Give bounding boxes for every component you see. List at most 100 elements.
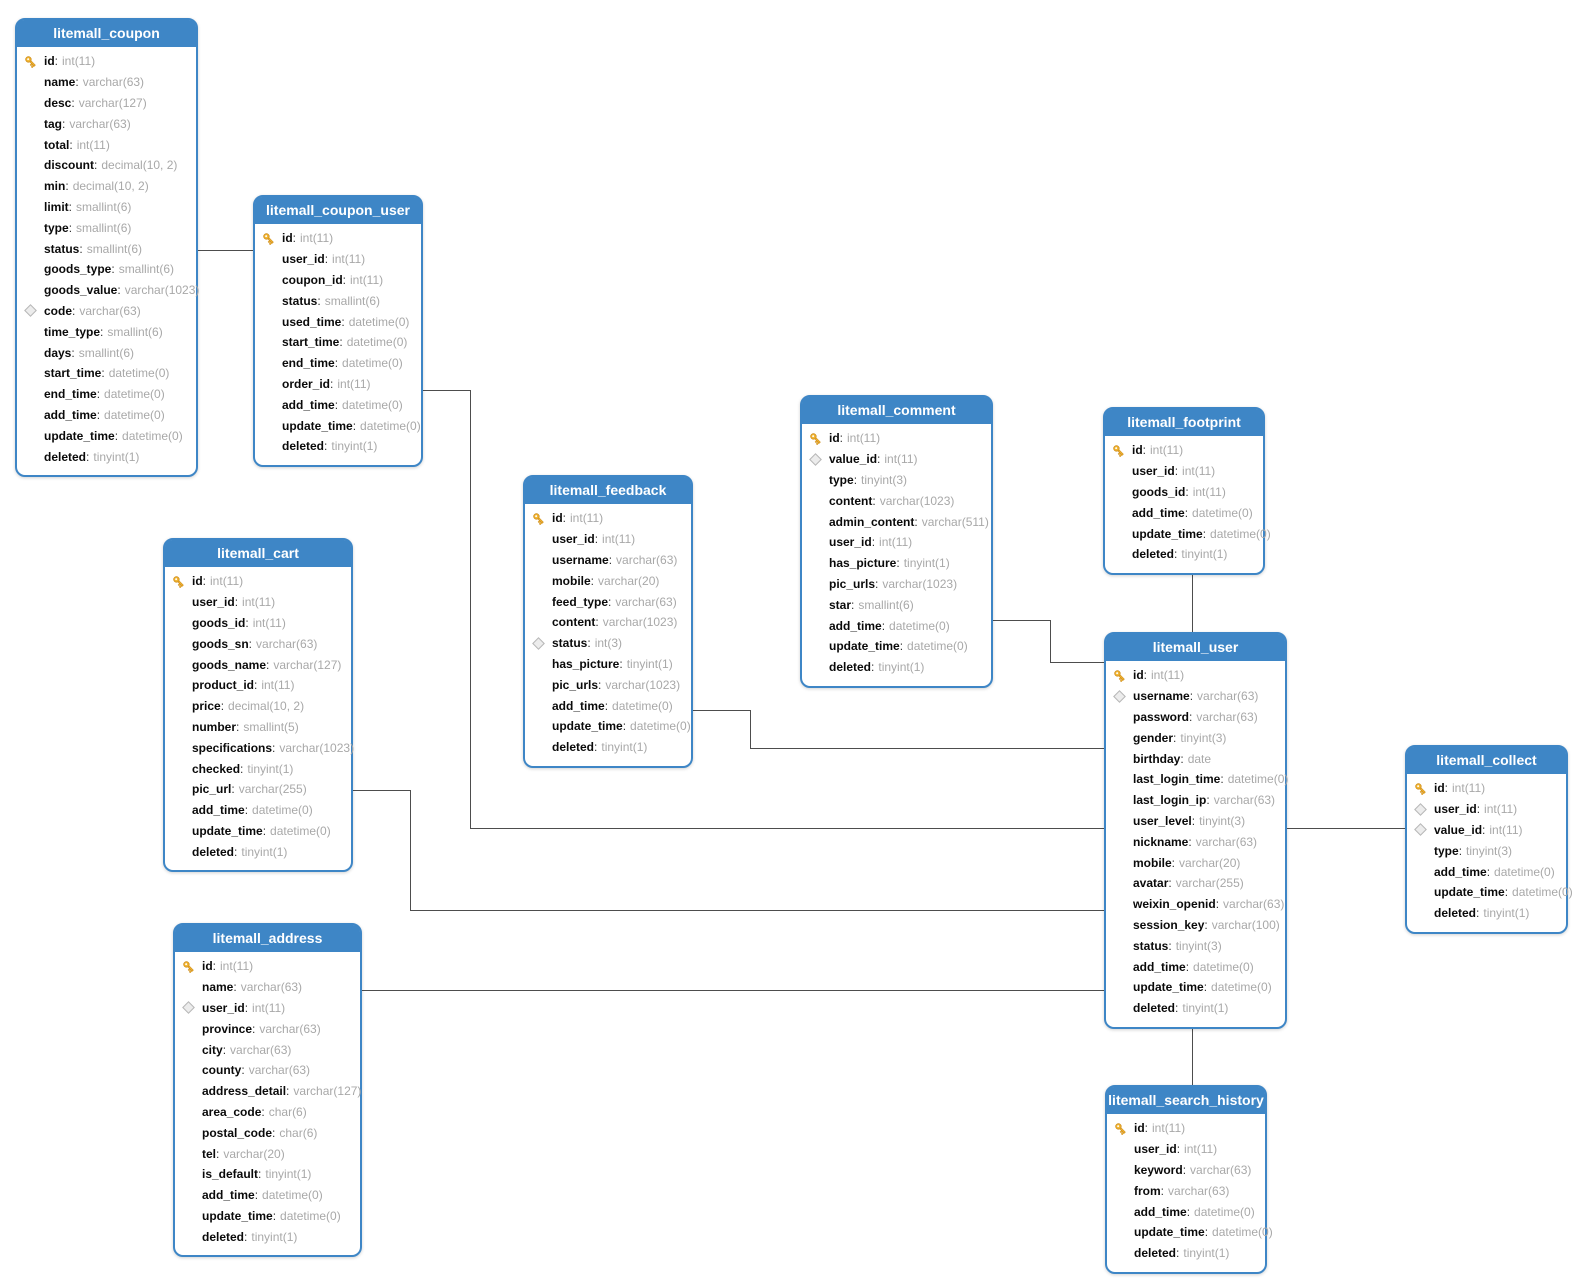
field-row-litemall_feedback-pic_urls[interactable]: pic_urls:varchar(1023) [525, 674, 691, 695]
field-row-litemall_coupon_user-coupon_id[interactable]: coupon_id:int(11) [255, 270, 421, 291]
table-title-litemall_footprint[interactable]: litemall_footprint [1105, 409, 1263, 436]
field-row-litemall_coupon-code[interactable]: code:varchar(63) [17, 301, 196, 322]
field-row-litemall_cart-checked[interactable]: checked:tinyint(1) [165, 758, 351, 779]
field-row-litemall_collect-value_id[interactable]: value_id:int(11) [1407, 820, 1566, 841]
field-row-litemall_footprint-goods_id[interactable]: goods_id:int(11) [1105, 482, 1263, 503]
table-title-litemall_feedback[interactable]: litemall_feedback [525, 477, 691, 504]
field-row-litemall_comment-type[interactable]: type:tinyint(3) [802, 470, 991, 491]
field-row-litemall_user-avatar[interactable]: avatar:varchar(255) [1106, 873, 1285, 894]
field-row-litemall_comment-has_picture[interactable]: has_picture:tinyint(1) [802, 553, 991, 574]
field-row-litemall_cart-deleted[interactable]: deleted:tinyint(1) [165, 841, 351, 862]
field-row-litemall_footprint-id[interactable]: id:int(11) [1105, 440, 1263, 461]
field-row-litemall_coupon-goods_type[interactable]: goods_type:smallint(6) [17, 259, 196, 280]
field-row-litemall_coupon-deleted[interactable]: deleted:tinyint(1) [17, 446, 196, 467]
field-row-litemall_coupon-name[interactable]: name:varchar(63) [17, 72, 196, 93]
table-title-litemall_comment[interactable]: litemall_comment [802, 397, 991, 424]
field-row-litemall_user-mobile[interactable]: mobile:varchar(20) [1106, 852, 1285, 873]
field-row-litemall_cart-goods_name[interactable]: goods_name:varchar(127) [165, 654, 351, 675]
field-row-litemall_user-last_login_ip[interactable]: last_login_ip:varchar(63) [1106, 790, 1285, 811]
field-row-litemall_footprint-add_time[interactable]: add_time:datetime(0) [1105, 502, 1263, 523]
table-litemall_footprint[interactable]: litemall_footprint id:int(11)user_id:int(… [1103, 407, 1271, 575]
field-row-litemall_collect-type[interactable]: type:tinyint(3) [1407, 840, 1566, 861]
table-title-litemall_address[interactable]: litemall_address [175, 925, 360, 952]
field-row-litemall_feedback-has_picture[interactable]: has_picture:tinyint(1) [525, 654, 691, 675]
field-row-litemall_coupon_user-end_time[interactable]: end_time:datetime(0) [255, 353, 421, 374]
field-row-litemall_user-last_login_time[interactable]: last_login_time:datetime(0) [1106, 769, 1288, 790]
field-row-litemall_feedback-update_time[interactable]: update_time:datetime(0) [525, 716, 691, 737]
field-row-litemall_coupon-id[interactable]: id:int(11) [17, 51, 196, 72]
field-row-litemall_collect-id[interactable]: id:int(11) [1407, 778, 1566, 799]
field-row-litemall_comment-id[interactable]: id:int(11) [802, 428, 991, 449]
field-row-litemall_coupon_user-deleted[interactable]: deleted:tinyint(1) [255, 436, 421, 457]
field-row-litemall_user-add_time[interactable]: add_time:datetime(0) [1106, 956, 1285, 977]
field-row-litemall_cart-update_time[interactable]: update_time:datetime(0) [165, 821, 351, 842]
field-row-litemall_coupon-limit[interactable]: limit:smallint(6) [17, 197, 196, 218]
field-row-litemall_coupon_user-add_time[interactable]: add_time:datetime(0) [255, 394, 421, 415]
field-row-litemall_collect-deleted[interactable]: deleted:tinyint(1) [1407, 903, 1566, 924]
field-row-litemall_search_history-keyword[interactable]: keyword:varchar(63) [1107, 1160, 1265, 1181]
table-title-litemall_coupon_user[interactable]: litemall_coupon_user [255, 197, 421, 224]
field-row-litemall_address-province[interactable]: province:varchar(63) [175, 1018, 360, 1039]
field-row-litemall_feedback-content[interactable]: content:varchar(1023) [525, 612, 691, 633]
field-row-litemall_search_history-add_time[interactable]: add_time:datetime(0) [1107, 1201, 1265, 1222]
field-row-litemall_comment-pic_urls[interactable]: pic_urls:varchar(1023) [802, 574, 991, 595]
field-row-litemall_coupon_user-order_id[interactable]: order_id:int(11) [255, 374, 421, 395]
field-row-litemall_coupon-days[interactable]: days:smallint(6) [17, 342, 196, 363]
field-row-litemall_feedback-deleted[interactable]: deleted:tinyint(1) [525, 737, 691, 758]
field-row-litemall_cart-goods_id[interactable]: goods_id:int(11) [165, 613, 351, 634]
table-title-litemall_cart[interactable]: litemall_cart [165, 540, 351, 567]
field-row-litemall_coupon-goods_value[interactable]: goods_value:varchar(1023) [17, 280, 199, 301]
field-row-litemall_coupon_user-start_time[interactable]: start_time:datetime(0) [255, 332, 421, 353]
field-row-litemall_comment-deleted[interactable]: deleted:tinyint(1) [802, 657, 991, 678]
field-row-litemall_coupon-min[interactable]: min:decimal(10, 2) [17, 176, 196, 197]
field-row-litemall_user-id[interactable]: id:int(11) [1106, 665, 1285, 686]
field-row-litemall_coupon-end_time[interactable]: end_time:datetime(0) [17, 384, 196, 405]
field-row-litemall_user-password[interactable]: password:varchar(63) [1106, 707, 1285, 728]
field-row-litemall_address-county[interactable]: county:varchar(63) [175, 1060, 360, 1081]
table-litemall_coupon[interactable]: litemall_coupon id:int(11)name:varchar(63… [15, 18, 199, 477]
field-row-litemall_address-city[interactable]: city:varchar(63) [175, 1039, 360, 1060]
field-row-litemall_cart-product_id[interactable]: product_id:int(11) [165, 675, 351, 696]
field-row-litemall_user-user_level[interactable]: user_level:tinyint(3) [1106, 811, 1285, 832]
field-row-litemall_cart-user_id[interactable]: user_id:int(11) [165, 592, 351, 613]
field-row-litemall_search_history-id[interactable]: id:int(11) [1107, 1118, 1265, 1139]
field-row-litemall_user-nickname[interactable]: nickname:varchar(63) [1106, 831, 1285, 852]
field-row-litemall_user-update_time[interactable]: update_time:datetime(0) [1106, 977, 1285, 998]
field-row-litemall_comment-add_time[interactable]: add_time:datetime(0) [802, 615, 991, 636]
field-row-litemall_cart-add_time[interactable]: add_time:datetime(0) [165, 800, 351, 821]
field-row-litemall_address-id[interactable]: id:int(11) [175, 956, 360, 977]
field-row-litemall_address-tel[interactable]: tel:varchar(20) [175, 1143, 360, 1164]
field-row-litemall_coupon-time_type[interactable]: time_type:smallint(6) [17, 321, 196, 342]
field-row-litemall_address-user_id[interactable]: user_id:int(11) [175, 998, 360, 1019]
field-row-litemall_coupon-type[interactable]: type:smallint(6) [17, 217, 196, 238]
field-row-litemall_address-address_detail[interactable]: address_detail:varchar(127) [175, 1081, 361, 1102]
field-row-litemall_feedback-add_time[interactable]: add_time:datetime(0) [525, 695, 691, 716]
field-row-litemall_collect-update_time[interactable]: update_time:datetime(0) [1407, 882, 1573, 903]
field-row-litemall_feedback-feed_type[interactable]: feed_type:varchar(63) [525, 591, 691, 612]
field-row-litemall_footprint-user_id[interactable]: user_id:int(11) [1105, 461, 1263, 482]
field-row-litemall_feedback-mobile[interactable]: mobile:varchar(20) [525, 570, 691, 591]
field-row-litemall_cart-id[interactable]: id:int(11) [165, 571, 351, 592]
field-row-litemall_address-postal_code[interactable]: postal_code:char(6) [175, 1122, 360, 1143]
field-row-litemall_coupon-tag[interactable]: tag:varchar(63) [17, 113, 196, 134]
field-row-litemall_comment-content[interactable]: content:varchar(1023) [802, 490, 991, 511]
table-title-litemall_coupon[interactable]: litemall_coupon [17, 20, 196, 47]
field-row-litemall_comment-admin_content[interactable]: admin_content:varchar(511) [802, 511, 991, 532]
field-row-litemall_coupon-add_time[interactable]: add_time:datetime(0) [17, 405, 196, 426]
field-row-litemall_address-area_code[interactable]: area_code:char(6) [175, 1102, 360, 1123]
field-row-litemall_cart-specifications[interactable]: specifications:varchar(1023) [165, 737, 354, 758]
field-row-litemall_feedback-user_id[interactable]: user_id:int(11) [525, 529, 691, 550]
field-row-litemall_address-update_time[interactable]: update_time:datetime(0) [175, 1206, 360, 1227]
table-title-litemall_collect[interactable]: litemall_collect [1407, 747, 1566, 774]
field-row-litemall_comment-user_id[interactable]: user_id:int(11) [802, 532, 991, 553]
field-row-litemall_coupon_user-used_time[interactable]: used_time:datetime(0) [255, 311, 421, 332]
field-row-litemall_coupon_user-user_id[interactable]: user_id:int(11) [255, 249, 421, 270]
field-row-litemall_search_history-from[interactable]: from:varchar(63) [1107, 1180, 1265, 1201]
field-row-litemall_coupon_user-status[interactable]: status:smallint(6) [255, 290, 421, 311]
